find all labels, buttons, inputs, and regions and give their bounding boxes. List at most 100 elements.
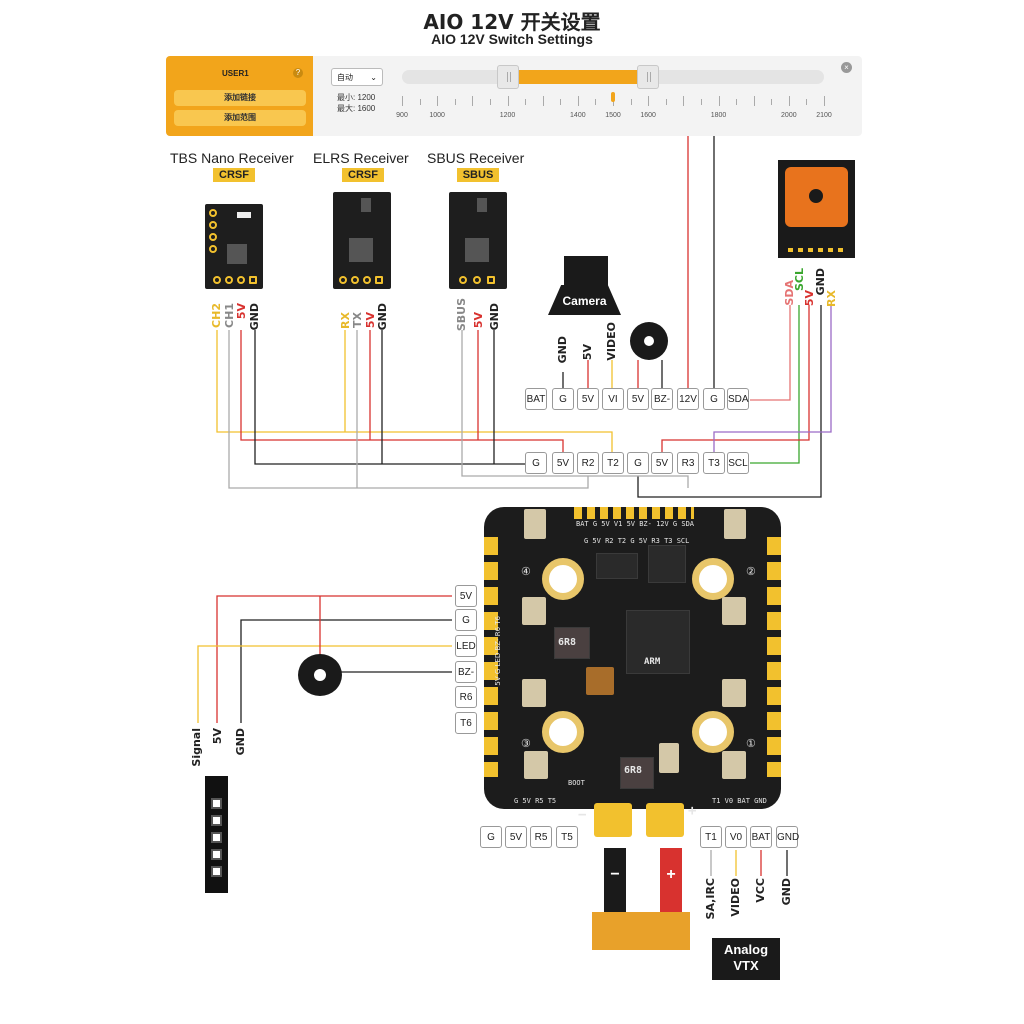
range-max-handle[interactable] (637, 65, 659, 89)
led-strip (205, 776, 228, 893)
led-label-signal: Signal (190, 728, 203, 767)
pin-5v: 5V (455, 585, 477, 607)
scale-tick (560, 99, 562, 105)
sbus-pin-sbus: SBUS (455, 298, 468, 332)
battery-negative-lead (604, 848, 626, 918)
wire-sda (750, 305, 791, 401)
wire-scl (750, 305, 800, 464)
scale-tick (648, 96, 650, 106)
add-link-button[interactable]: 添加链接 (174, 90, 306, 106)
receiver-protocol-elrs: CRSF (342, 168, 384, 182)
silk-top-2: G 5V R2 T2 G 5V R3 T3 SCL (584, 537, 690, 545)
silk-left: 5V G LED BZ- R6 T6 (494, 616, 502, 686)
buzzer-icon (298, 654, 342, 696)
scale-tick (700, 99, 702, 105)
scale-label: 1800 (710, 112, 727, 119)
buzzer-icon (630, 322, 668, 360)
sbus-pin-5v: 5V (472, 312, 485, 329)
wire-baro-rx (713, 305, 832, 452)
scale-tick (454, 99, 456, 105)
pin-5v: 5V (552, 452, 574, 474)
user-label: USER1 (222, 69, 249, 78)
pin-t3: T3 (703, 452, 725, 474)
scale-tick (507, 96, 509, 106)
range-slider-fill (508, 70, 648, 84)
scale-label: 1600 (640, 112, 656, 119)
pin-5v: 5V (577, 388, 599, 410)
vtx-label-sairc: SA,IRC (704, 878, 717, 920)
pin-r5: R5 (530, 826, 552, 848)
page-subtitle: AIO 12V Switch Settings (431, 31, 593, 47)
pin-bat: BAT (750, 826, 772, 848)
wire-tbs-gnd (254, 330, 525, 465)
scale-tick (824, 96, 825, 106)
pin-scl: SCL (727, 452, 749, 474)
scale-tick (736, 99, 738, 105)
pin-t6: T6 (455, 712, 477, 734)
baro-pin-rx: RX (825, 290, 838, 307)
scale-tick (683, 96, 685, 106)
wire-tbs-ch1 (228, 330, 589, 489)
scale-label: 1000 (429, 112, 445, 119)
camera-pin-gnd: GND (556, 336, 569, 364)
tbs-pin-ch2: CH2 (210, 303, 223, 328)
pin-g: G (455, 609, 477, 631)
scale-label: 2100 (816, 112, 832, 119)
pin-g: G (480, 826, 502, 848)
mode-select[interactable]: 自动⌄ (331, 68, 383, 86)
pin-sda: SDA (727, 388, 749, 410)
wire-sbus (461, 330, 689, 488)
chevron-down-icon: ⌄ (370, 73, 377, 82)
add-range-button[interactable]: 添加范围 (174, 110, 306, 126)
wire-tbs-ch2 (216, 330, 613, 452)
scale-tick (419, 99, 421, 105)
battery-positive-sign: + (666, 866, 676, 883)
vtx-box-line2: VTX (733, 958, 759, 973)
min-value: 最小: 1200 (337, 93, 376, 102)
camera-label: Camera (562, 294, 607, 308)
elrs-pin-gnd: GND (376, 303, 389, 331)
current-value-marker (611, 92, 615, 102)
wire-led-gnd (240, 619, 452, 723)
scale-tick (402, 96, 403, 106)
wire-baro-5v (661, 305, 810, 452)
scale-tick (577, 96, 579, 106)
pin-g: G (525, 452, 547, 474)
silk-bottom-left: G 5V R5 T5 (514, 797, 557, 805)
help-icon[interactable]: ? (293, 68, 303, 78)
pin-r2: R2 (577, 452, 599, 474)
scale-tick (718, 96, 720, 106)
tbs-pin-5v: 5V (235, 303, 248, 320)
scale-tick (489, 99, 491, 105)
elrs-receiver-module (333, 192, 391, 289)
silk-inductor-2: 6R8 (624, 765, 643, 776)
pin-r3: R3 (677, 452, 699, 474)
vtx-label-video: VIDEO (729, 878, 742, 917)
pin-t5: T5 (556, 826, 578, 848)
scale-tick (630, 99, 632, 105)
pin-vi: VI (602, 388, 624, 410)
baro-pin-scl: SCL (793, 268, 806, 292)
scale-label: 1200 (499, 112, 516, 119)
max-value: 最大: 1600 (337, 104, 376, 113)
pin-bat: BAT (525, 388, 547, 410)
scale-tick (788, 96, 790, 106)
receiver-name-sbus: SBUS Receiver (427, 150, 525, 166)
motor-3-label: ③ (521, 737, 531, 750)
pin-g: G (627, 452, 649, 474)
scale-tick (472, 96, 474, 106)
pin-bz: BZ- (651, 388, 673, 410)
close-icon[interactable]: × (841, 62, 852, 73)
vtx-label-vcc: VCC (754, 878, 767, 903)
scale-tick (437, 96, 439, 106)
range-min-handle[interactable] (497, 65, 519, 89)
scale-tick (771, 99, 773, 105)
scale-tick (665, 99, 667, 105)
pin-g: G (703, 388, 725, 410)
pin-12v: 12V (677, 388, 699, 410)
pin-v0: V0 (725, 826, 747, 848)
analog-vtx: Analog VTX (712, 938, 780, 980)
scale-tick (806, 99, 808, 105)
pin-gnd: GND (776, 826, 799, 848)
scale-label: 1500 (605, 112, 621, 119)
